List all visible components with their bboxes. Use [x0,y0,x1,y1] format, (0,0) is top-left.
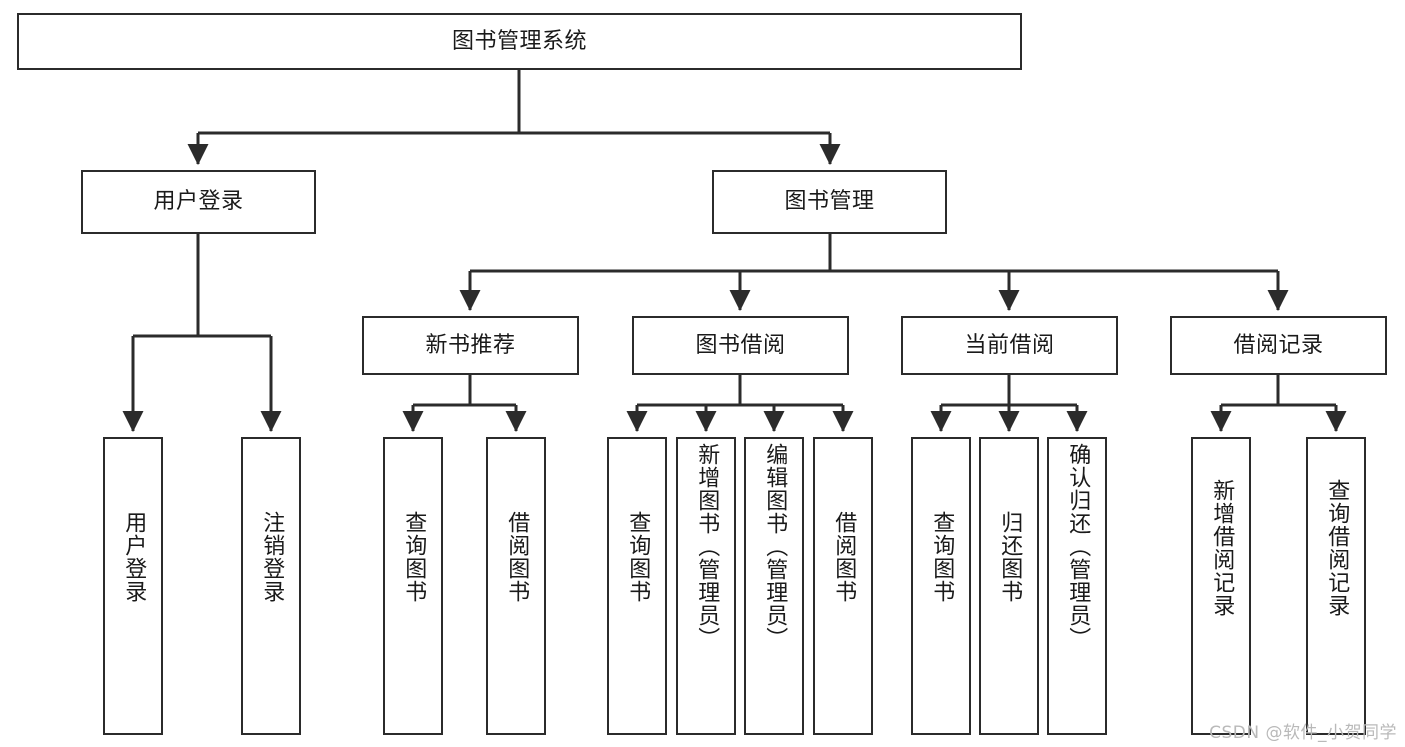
node-book-borrow-label: 图书借阅 [695,332,786,358]
node-borrow-record-label: 借阅记录 [1233,332,1324,358]
node-root-label: 图书管理系统 [451,28,587,54]
node-leaf-add-book[interactable]: 新增图书（管理员） [676,437,736,735]
node-leaf-query-record[interactable]: 查询借阅记录 [1306,437,1366,735]
node-user-login[interactable]: 用户登录 [81,170,316,234]
node-leaf-borrow-book-1[interactable]: 借阅图书 [486,437,546,735]
node-new-book-rec[interactable]: 新书推荐 [362,316,579,375]
node-leaf-add-record[interactable]: 新增借阅记录 [1191,437,1251,735]
node-leaf-edit-book[interactable]: 编辑图书（管理员） [744,437,804,735]
node-leaf-confirm-return[interactable]: 确认归还（管理员） [1047,437,1107,735]
node-book-manage[interactable]: 图书管理 [712,170,947,234]
node-leaf-return-book[interactable]: 归还图书 [979,437,1039,735]
node-leaf-query-book-3-label: 查询图书 [929,511,955,603]
node-leaf-query-book-1[interactable]: 查询图书 [383,437,443,735]
node-leaf-query-book-2-label: 查询图书 [625,511,651,603]
node-leaf-logout-login[interactable]: 注销登录 [241,437,301,735]
node-current-borrow[interactable]: 当前借阅 [901,316,1118,375]
node-leaf-borrow-book-1-label: 借阅图书 [504,511,530,603]
csdn-watermark: CSDN @软件_小贺同学 [1209,723,1397,743]
node-leaf-logout-login-label: 注销登录 [259,511,285,603]
node-new-book-rec-label: 新书推荐 [425,332,516,358]
node-user-login-label: 用户登录 [153,189,244,215]
node-current-borrow-label: 当前借阅 [964,332,1055,358]
node-leaf-confirm-return-label: 确认归还（管理员） [1065,443,1091,650]
node-leaf-query-book-2[interactable]: 查询图书 [607,437,667,735]
node-leaf-user-login[interactable]: 用户登录 [103,437,163,735]
node-leaf-borrow-book-2-label: 借阅图书 [831,511,857,603]
node-borrow-record[interactable]: 借阅记录 [1170,316,1387,375]
node-leaf-add-book-label: 新增图书（管理员） [694,443,720,650]
node-leaf-add-record-label: 新增借阅记录 [1209,479,1235,617]
node-leaf-edit-book-label: 编辑图书（管理员） [762,443,788,650]
node-leaf-query-record-label: 查询借阅记录 [1324,479,1350,617]
node-book-borrow[interactable]: 图书借阅 [632,316,849,375]
node-root[interactable]: 图书管理系统 [17,13,1022,70]
node-leaf-query-book-3[interactable]: 查询图书 [911,437,971,735]
node-book-manage-label: 图书管理 [784,189,875,215]
node-leaf-query-book-1-label: 查询图书 [401,511,427,603]
node-leaf-user-login-label: 用户登录 [121,511,147,603]
node-leaf-return-book-label: 归还图书 [997,511,1023,603]
node-leaf-borrow-book-2[interactable]: 借阅图书 [813,437,873,735]
